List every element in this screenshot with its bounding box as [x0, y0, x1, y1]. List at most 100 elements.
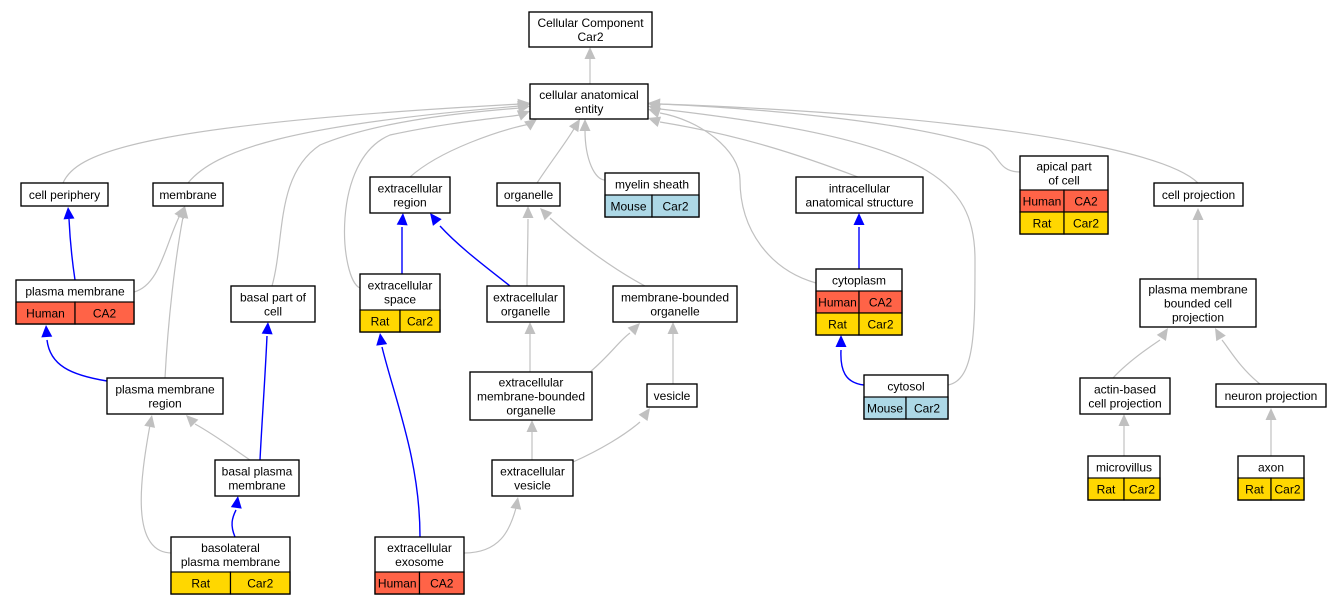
node-label: actin-based	[1094, 383, 1156, 397]
gray-edge	[463, 497, 522, 554]
blue-edge	[396, 213, 408, 274]
edge-line	[840, 349, 865, 386]
species-label: Human	[818, 296, 857, 310]
arrowhead	[1156, 328, 1168, 342]
node-label: membrane-bounded	[477, 390, 585, 404]
gray-edge	[648, 98, 1021, 173]
gene-label: Car2	[247, 577, 273, 591]
node-border	[1019, 155, 1109, 235]
node-organelle[interactable]: organelle	[496, 182, 561, 207]
node-label: plasma membrane	[181, 555, 281, 569]
gray-edge	[1192, 208, 1204, 279]
edge-line	[526, 218, 529, 287]
node-label: cytosol	[887, 380, 924, 394]
arrowhead	[579, 119, 591, 131]
arrowhead	[853, 213, 865, 225]
edge-line	[194, 423, 251, 461]
gray-edge	[648, 103, 976, 386]
gene-label: Car2	[914, 402, 940, 416]
edge-line	[140, 424, 173, 554]
arrowhead	[376, 333, 388, 346]
species-label: Rat	[1097, 483, 1116, 497]
node-label: bounded cell	[1164, 297, 1232, 311]
node-membrane[interactable]: membrane	[152, 182, 224, 207]
edge-line	[659, 121, 859, 178]
node-label: plasma membrane	[1148, 283, 1248, 297]
arrowhead	[41, 325, 53, 338]
edge-line	[589, 332, 631, 373]
node-label: microvillus	[1096, 461, 1152, 475]
node-cell-projection[interactable]: cell projection	[1153, 182, 1244, 207]
species-label: Mouse	[610, 200, 646, 214]
edge-line	[409, 123, 531, 178]
blue-edge	[853, 213, 865, 269]
species-label: Rat	[191, 577, 210, 591]
blue-edge	[63, 207, 76, 281]
node-border	[359, 273, 441, 333]
gray-edge	[526, 420, 538, 460]
arrowhead	[540, 208, 553, 221]
node-border	[604, 172, 700, 218]
arrowhead	[396, 213, 408, 226]
species-label: Rat	[1245, 483, 1264, 497]
node-label: exosome	[395, 555, 444, 569]
node-neuron-projection[interactable]: neuron projection	[1215, 383, 1327, 408]
edge-line	[572, 421, 641, 463]
node-label: extracellular	[368, 279, 433, 293]
blue-edge	[376, 333, 421, 538]
arrowhead	[186, 415, 199, 428]
node-label: extracellular	[387, 541, 452, 555]
node-label: myelin sheath	[615, 178, 689, 192]
node-border	[214, 459, 300, 497]
node-box	[1079, 377, 1171, 415]
arrowhead	[524, 119, 537, 131]
node-label: of cell	[1048, 174, 1079, 188]
node-label: space	[384, 293, 416, 307]
arrowhead	[667, 322, 679, 334]
node-border	[170, 536, 291, 595]
node-label: extracellular	[500, 465, 565, 479]
node-border	[529, 83, 649, 120]
node-cell-periphery[interactable]: cell periphery	[20, 182, 109, 207]
edge-line	[133, 214, 181, 293]
edge-line	[659, 112, 817, 284]
node-vesicle[interactable]: vesicle	[646, 383, 698, 408]
node-border	[1237, 455, 1305, 501]
species-label: Rat	[828, 318, 847, 332]
node-border	[491, 459, 574, 497]
species-label: Rat	[371, 315, 390, 329]
gray-edge	[186, 415, 251, 461]
node-border	[486, 285, 565, 323]
node-label: cellular anatomical	[539, 88, 638, 102]
arrowhead	[1118, 414, 1130, 426]
arrowhead	[144, 415, 156, 428]
gene-label: Car2	[1274, 483, 1300, 497]
arrowhead	[516, 110, 530, 121]
node-border	[815, 268, 903, 336]
edge-line	[659, 108, 976, 386]
edge-line	[259, 335, 268, 461]
